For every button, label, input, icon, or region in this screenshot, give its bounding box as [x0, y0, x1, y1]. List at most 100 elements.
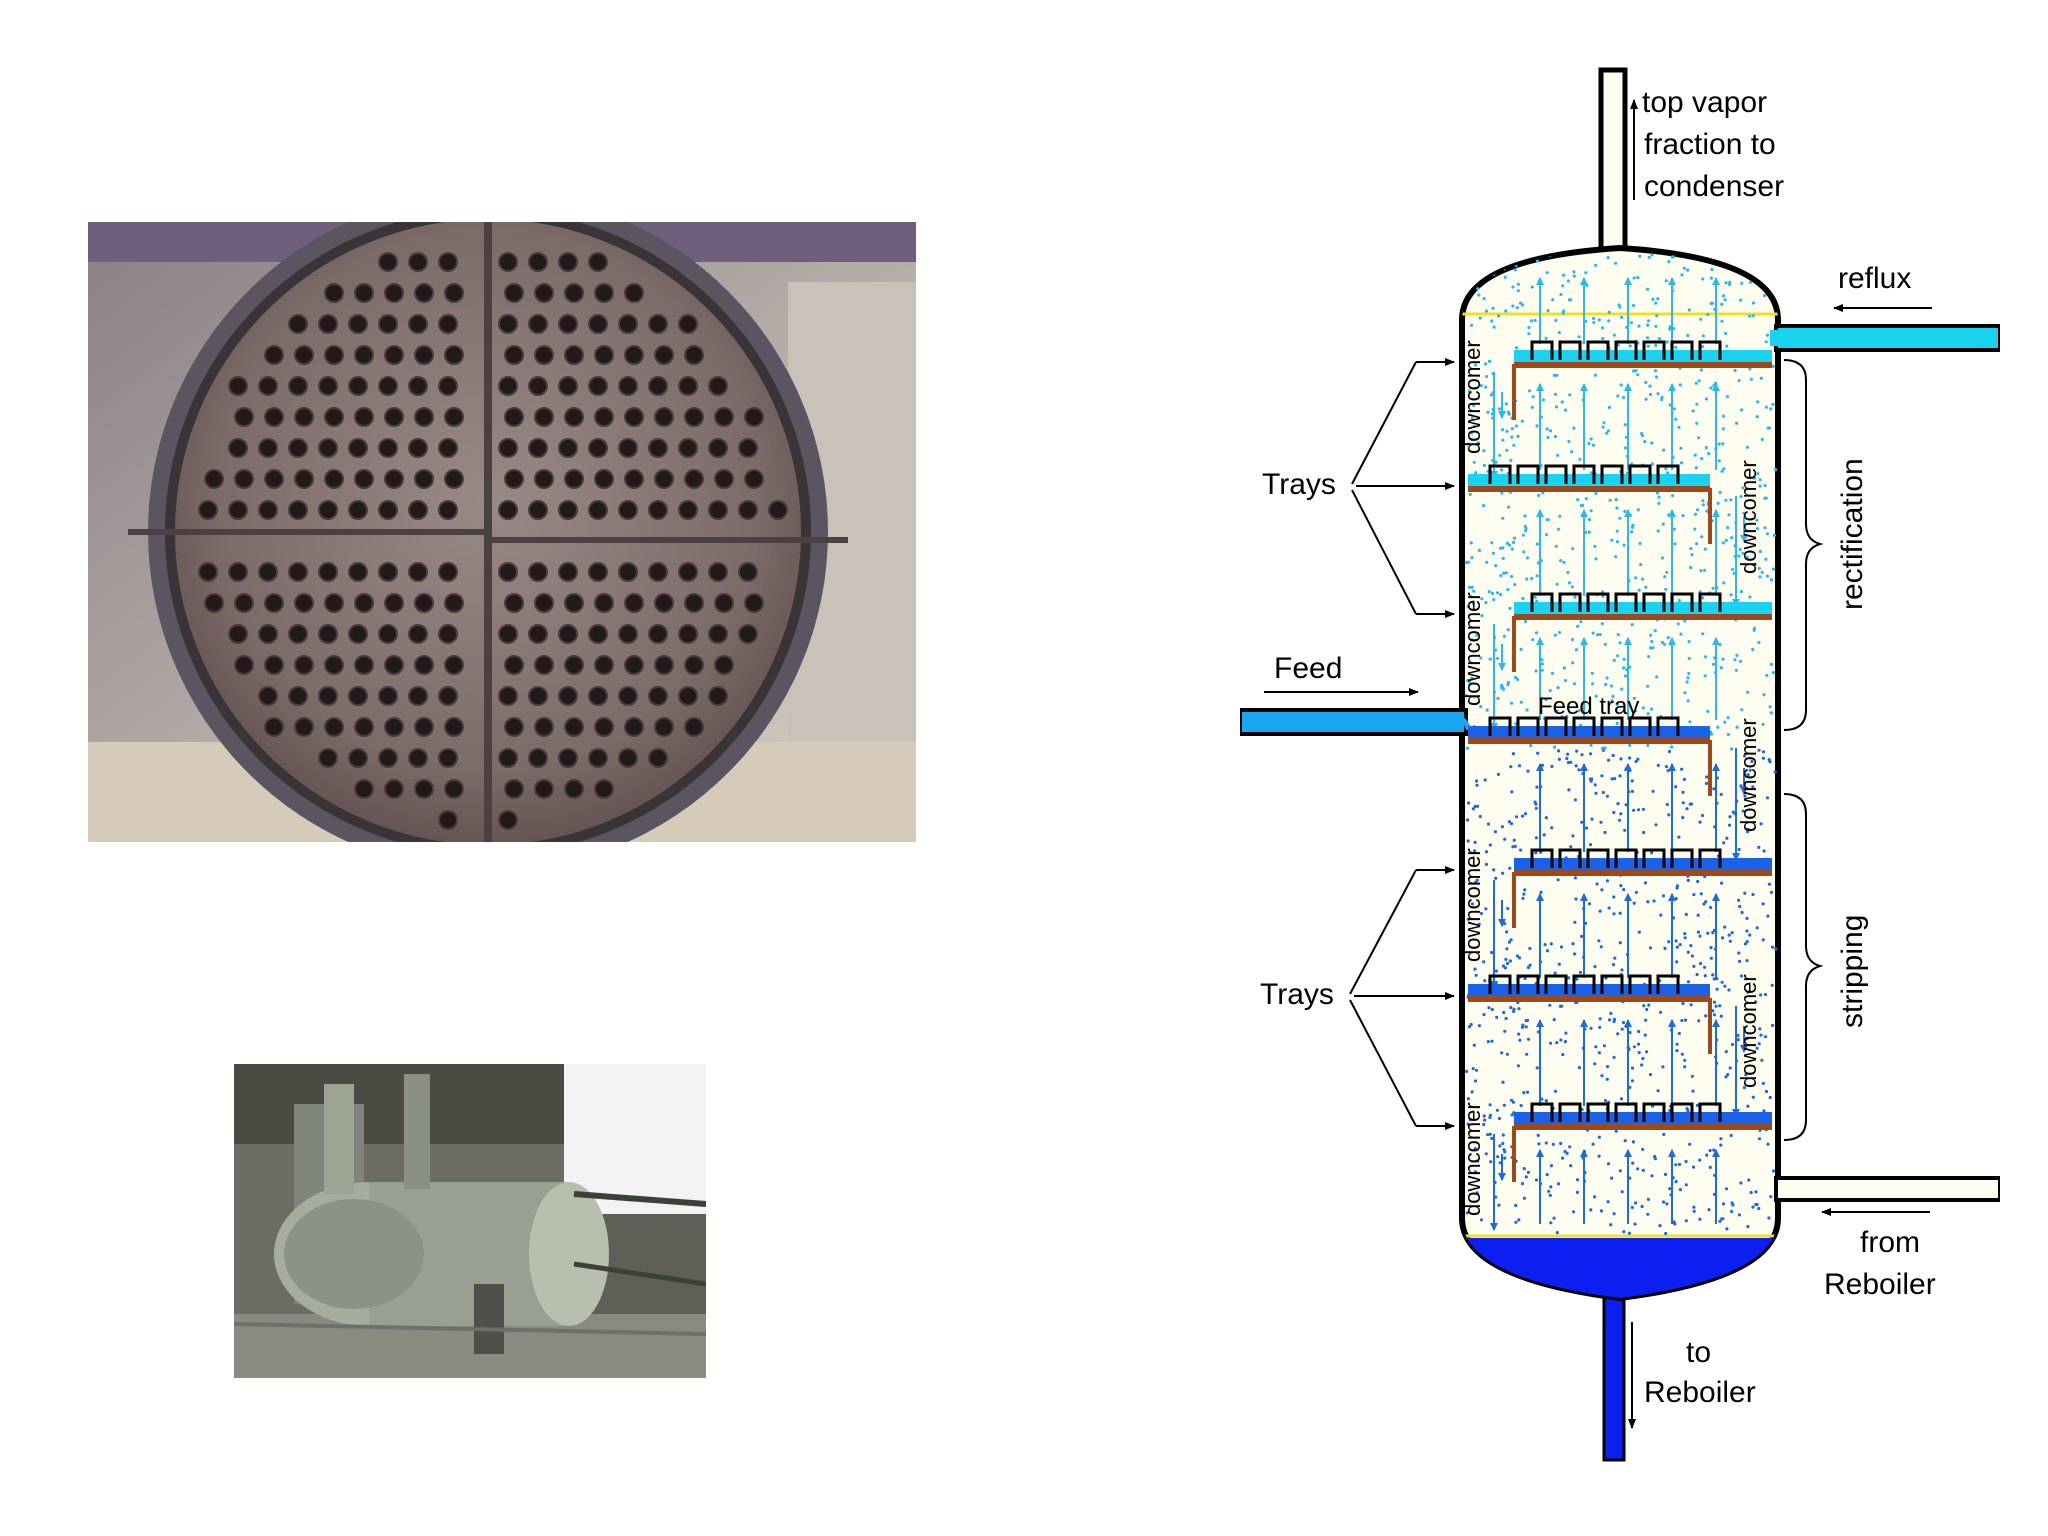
vapor-bubble: [1524, 529, 1528, 533]
vapor-bubble: [1757, 845, 1761, 850]
vapor-bubble: [1490, 541, 1494, 545]
vapor-bubble: [1761, 1081, 1765, 1085]
vapor-bubble: [1591, 631, 1595, 635]
vapor-bubble: [1469, 1022, 1473, 1027]
vapor-bubble: [1718, 1004, 1722, 1008]
vapor-bubble: [1637, 1029, 1641, 1034]
vapor-bubble: [1566, 570, 1570, 575]
stripping-label: stripping: [1836, 915, 1869, 1028]
bubble-cap: [1586, 848, 1610, 868]
vapor-bubble: [1468, 1118, 1472, 1122]
bubble-cap: [1530, 1102, 1554, 1122]
vapor-bubble: [1632, 276, 1636, 280]
tube-hole: [354, 469, 374, 489]
vapor-bubble: [1559, 292, 1563, 297]
bubble-cap: [1530, 848, 1554, 868]
vapor-bubble: [1644, 397, 1648, 401]
vapor-bubble: [1712, 1000, 1717, 1004]
vapor-bubble: [1655, 314, 1659, 318]
vapor-bubble: [1655, 375, 1659, 379]
vapor-bubble: [1760, 1058, 1764, 1062]
vapor-bubble: [1568, 393, 1572, 397]
vapor-bubble: [1648, 1073, 1653, 1077]
vapor-bubble: [1721, 442, 1725, 446]
vapor-bubble: [1650, 441, 1654, 445]
tube-hole: [348, 562, 368, 582]
vapor-bubble: [1574, 897, 1578, 901]
tube-hole: [318, 624, 338, 644]
vapor-bubble: [1600, 622, 1604, 626]
vapor-bubble: [1761, 722, 1765, 727]
vapor-bubble: [1666, 636, 1670, 640]
vapor-bubble: [1657, 501, 1661, 505]
vapor-bubble: [1719, 1137, 1723, 1141]
bubble-cap: [1488, 464, 1512, 484]
tube-hole: [534, 345, 554, 365]
vapor-bubble: [1704, 446, 1708, 450]
vapor-bubble: [1720, 319, 1724, 323]
tube-hole: [534, 779, 554, 799]
vapor-bubble: [1755, 1046, 1759, 1050]
vapor-bubble: [1475, 783, 1479, 787]
vapor-bubble: [1606, 1200, 1610, 1204]
vapor-bubble: [1489, 393, 1493, 397]
vapor-bubble: [1504, 309, 1508, 313]
vapor-bubble: [1765, 574, 1769, 578]
vapor-bubble: [1517, 764, 1522, 768]
vapor-bubble: [1637, 930, 1641, 934]
vapor-bubble: [1536, 751, 1540, 755]
downcomer-label: downcomer: [1460, 1102, 1485, 1216]
vapor-bubble: [1498, 546, 1502, 550]
vapor-bubble: [1638, 254, 1642, 258]
tube-hole: [288, 624, 308, 644]
bubble-cap: [1516, 464, 1540, 484]
vapor-bubble: [1593, 1062, 1597, 1066]
vapor-bubble: [1606, 256, 1610, 260]
vapor-bubble: [1737, 1213, 1741, 1217]
vapor-bubble: [1488, 657, 1492, 661]
bubble-cap: [1488, 974, 1512, 994]
tube-hole: [444, 717, 464, 737]
vapor-bubble: [1754, 254, 1758, 258]
bubble-cap: [1600, 974, 1624, 994]
vapor-bubble: [1499, 593, 1503, 597]
vapor-bubble: [1505, 448, 1509, 452]
bubble-cap: [1530, 340, 1554, 360]
tube-hole: [348, 376, 368, 396]
vapor-bubble: [1507, 820, 1511, 824]
vapor-bubble: [1588, 843, 1593, 847]
vapor-bubble: [1503, 1156, 1507, 1160]
vapor-bubble: [1740, 408, 1744, 412]
tube-hole: [384, 407, 404, 427]
vapor-bubble: [1531, 638, 1535, 642]
vapor-bubble: [1664, 587, 1668, 591]
vapor-bubble: [1608, 1018, 1612, 1022]
tube-hole: [558, 252, 578, 272]
tube-hole: [564, 779, 584, 799]
vapor-bubble: [1524, 1025, 1528, 1029]
vapor-bubble: [1612, 333, 1616, 337]
vapor-bubble: [1549, 1164, 1553, 1168]
vapor-bubble: [1757, 640, 1761, 645]
vapor-bubble: [1470, 437, 1474, 441]
downcomer-label: downcomer: [1460, 848, 1485, 962]
vapor-bubble: [1689, 565, 1693, 570]
tube-hole: [504, 469, 524, 489]
tube-hole: [528, 748, 548, 768]
vapor-bubble: [1525, 1090, 1530, 1094]
tray-plate: [1468, 738, 1710, 744]
vapor-bubble: [1680, 1052, 1684, 1056]
vapor-bubble: [1568, 1145, 1572, 1149]
vapor-bubble: [1490, 1136, 1494, 1140]
vapor-bubble: [1636, 1042, 1641, 1046]
tray-plate: [1514, 362, 1772, 368]
vapor-bubble: [1503, 1029, 1507, 1033]
vapor-bubble: [1553, 971, 1557, 975]
vapor-bubble: [1662, 642, 1667, 646]
tube-hole: [498, 624, 518, 644]
vapor-bubble: [1490, 1007, 1494, 1012]
vapor-bubble: [1557, 630, 1562, 635]
vapor-bubble: [1502, 1010, 1506, 1015]
vapor-bubble: [1551, 298, 1555, 302]
vapor-bubble: [1724, 1187, 1729, 1191]
